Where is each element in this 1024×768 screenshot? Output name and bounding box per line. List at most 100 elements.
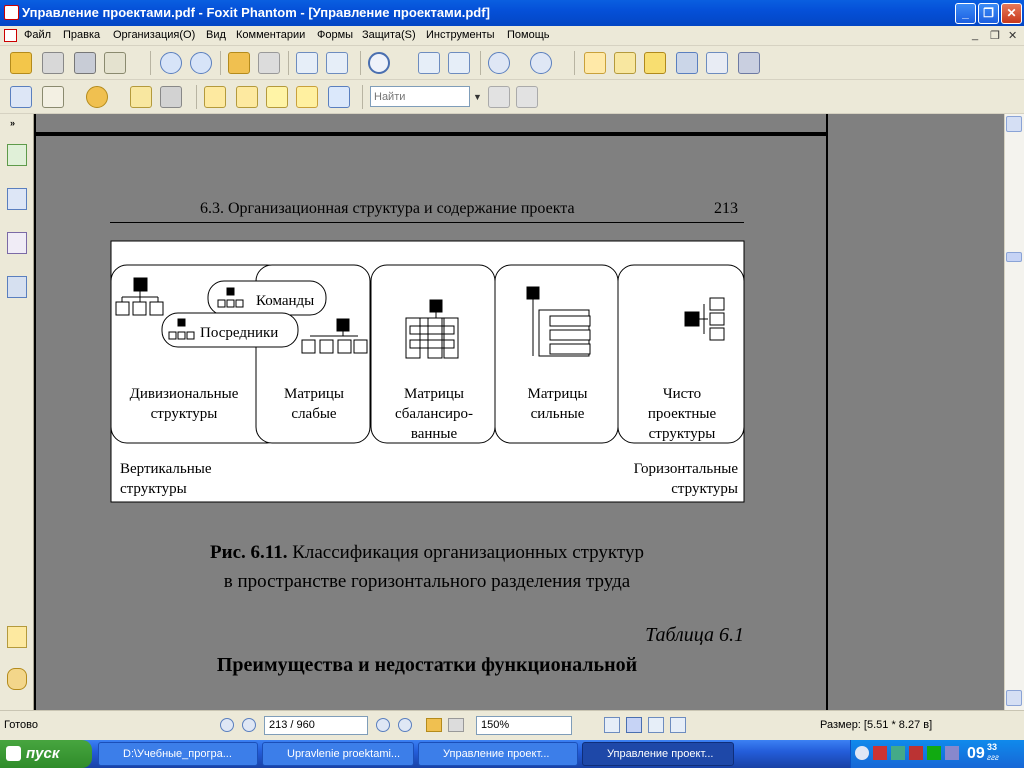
fit-width-icon[interactable] <box>448 52 470 74</box>
taskbar-item-explorer[interactable]: D:\Учебные_програ... <box>98 742 258 766</box>
prev-view-icon[interactable] <box>160 52 182 74</box>
pdf-page-previous <box>34 114 828 134</box>
zoom-icon[interactable] <box>368 52 390 74</box>
highlight-icon[interactable] <box>236 86 258 108</box>
arrow-annotation-icon[interactable] <box>328 86 350 108</box>
column-label-line: Дивизиональные <box>129 386 239 402</box>
scroll-thumb[interactable] <box>1006 252 1022 262</box>
maximize-button[interactable]: ❐ <box>978 3 999 24</box>
select-text-icon[interactable] <box>614 52 636 74</box>
open-icon[interactable] <box>10 52 32 74</box>
prev-page-icon[interactable] <box>242 718 256 732</box>
document-view[interactable]: 6.3. Организационная структура и содержа… <box>34 114 1004 710</box>
typewriter-icon[interactable] <box>706 52 728 74</box>
menu-file[interactable]: Файл <box>24 29 52 41</box>
email-icon[interactable] <box>104 52 126 74</box>
horizontal-structures-label: Горизонтальные структуры <box>594 459 738 499</box>
mdi-minimize-button[interactable]: _ <box>972 29 979 41</box>
zoom-out-icon[interactable] <box>488 52 510 74</box>
next-page-icon[interactable] <box>376 718 390 732</box>
first-page-icon[interactable] <box>220 718 234 732</box>
menu-help[interactable]: Помощь <box>507 29 550 41</box>
facing-view-icon[interactable] <box>648 717 664 733</box>
menu-view[interactable]: Вид <box>206 29 226 41</box>
last-page-icon[interactable] <box>398 718 412 732</box>
continuous-facing-view-icon[interactable] <box>670 717 686 733</box>
print-icon[interactable] <box>74 52 96 74</box>
title-bar[interactable]: Управление проектами.pdf - Foxit Phantom… <box>0 0 1024 26</box>
snapshot-icon[interactable] <box>738 52 760 74</box>
find-input[interactable] <box>370 86 470 107</box>
back-arrow-icon[interactable] <box>228 52 250 74</box>
single-page-view-icon[interactable] <box>604 717 620 733</box>
scroll-up-arrow-icon[interactable] <box>1006 116 1022 132</box>
form-icon[interactable] <box>10 86 32 108</box>
extract-page-icon[interactable] <box>326 52 348 74</box>
figure-caption: Рис. 6.11. Классификация организационных… <box>110 538 744 596</box>
menu-edit[interactable]: Правка <box>63 29 101 41</box>
menu-organize[interactable]: Организация(О) <box>113 29 196 41</box>
foxit-app-icon[interactable] <box>4 5 19 20</box>
menu-comments[interactable]: Комментарии <box>236 29 306 41</box>
minimize-button[interactable]: _ <box>955 3 976 24</box>
network-tray-icon[interactable] <box>891 746 905 760</box>
zoom-select[interactable]: 150% <box>476 716 572 735</box>
comment-icon[interactable] <box>296 86 318 108</box>
column-project-label: Чисто проектные структуры <box>619 384 745 444</box>
bookmarks-icon[interactable] <box>7 144 27 166</box>
find-previous-icon[interactable] <box>488 86 510 108</box>
taskbar-item-foxit[interactable]: Управление проект... <box>582 742 734 766</box>
menu-forms[interactable]: Формы <box>317 29 354 41</box>
fit-page-icon[interactable] <box>418 52 440 74</box>
pages-icon[interactable] <box>7 188 27 210</box>
tray-expand-icon[interactable] <box>855 746 869 760</box>
toolbar-separator <box>360 51 361 75</box>
textbox-icon[interactable] <box>266 86 288 108</box>
layers-icon[interactable] <box>7 232 27 254</box>
taskbar-item-archive[interactable]: Upravlenie proektami... <box>262 742 414 766</box>
next-view-icon[interactable] <box>190 52 212 74</box>
close-button[interactable]: ✕ <box>1001 3 1022 24</box>
find-next-icon[interactable] <box>516 86 538 108</box>
scroll-down-arrow-icon[interactable] <box>1006 690 1022 706</box>
clock-hours[interactable]: 09 <box>967 745 985 762</box>
go-forward-icon[interactable] <box>448 718 464 732</box>
lock-icon[interactable] <box>160 86 182 108</box>
go-back-icon[interactable] <box>426 718 442 732</box>
menu-protect[interactable]: Защита(S) <box>362 29 416 41</box>
volume-tray-icon[interactable] <box>945 746 959 760</box>
zoom-value: 150% <box>481 719 510 731</box>
language-flag-icon[interactable] <box>909 746 923 760</box>
expand-panel-icon[interactable]: » <box>10 118 16 128</box>
select-arrow-icon[interactable] <box>644 52 666 74</box>
paperclip-icon[interactable] <box>7 668 27 690</box>
attachments-panel-icon[interactable] <box>7 276 27 298</box>
mdi-restore-button[interactable]: ❐ <box>990 30 1000 42</box>
find-binoculars-icon[interactable] <box>676 52 698 74</box>
mdi-close-button[interactable]: ✕ <box>1008 30 1018 42</box>
insert-page-icon[interactable] <box>296 52 318 74</box>
eraser-icon[interactable] <box>130 86 152 108</box>
column-label-line: Матрицы <box>527 386 588 402</box>
continuous-view-icon[interactable] <box>626 717 642 733</box>
doc-icon[interactable] <box>4 29 17 42</box>
callout-mediators-label: Посредники <box>200 325 279 341</box>
page-size-text: Размер: [5.51 * 8.27 в] <box>820 719 933 731</box>
stamp-icon[interactable] <box>86 86 108 108</box>
antivirus-tray-icon[interactable] <box>873 746 887 760</box>
page-number-field[interactable]: 213 / 960 <box>264 716 368 735</box>
hand-tool-icon[interactable] <box>584 52 606 74</box>
zoom-in-icon[interactable] <box>530 52 552 74</box>
note-edit-icon[interactable] <box>204 86 226 108</box>
edit-pen-icon[interactable] <box>42 86 64 108</box>
vertical-scrollbar[interactable] <box>1004 114 1024 710</box>
menu-tools[interactable]: Инструменты <box>426 29 495 41</box>
forward-arrow-icon[interactable] <box>258 52 280 74</box>
gpu-tray-icon[interactable] <box>927 746 941 760</box>
start-button[interactable]: пуск <box>0 740 92 768</box>
comments-panel-icon[interactable] <box>7 626 27 648</box>
find-dropdown-arrow-icon[interactable]: ▼ <box>473 92 482 102</box>
save-icon[interactable] <box>42 52 64 74</box>
axis-label-line: Горизонтальные <box>633 461 738 477</box>
taskbar-item-word[interactable]: Управление проект... <box>418 742 578 766</box>
